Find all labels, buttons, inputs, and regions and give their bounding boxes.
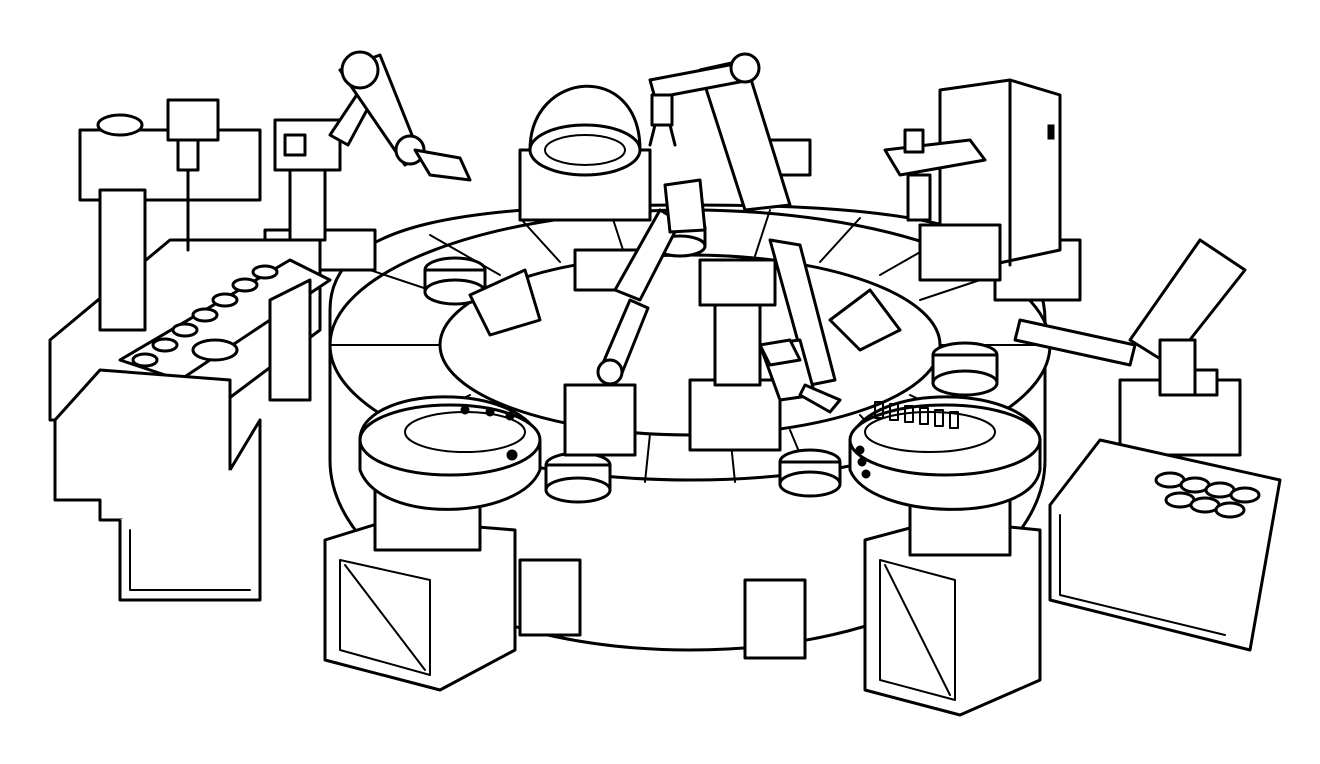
central-robot-arm-center — [663, 178, 782, 452]
bowl-feeder-track-parts — [874, 401, 959, 429]
table-front-door-left — [518, 558, 582, 637]
press-station-right — [883, 78, 1082, 302]
central-robot-arm-left — [563, 208, 682, 457]
vibratory-bowl-feeder-left — [323, 395, 542, 692]
linear-conveyor-left — [118, 258, 332, 402]
domed-inspection-station — [518, 84, 652, 222]
conveyor-parts — [131, 264, 279, 368]
overhead-robot-arm-left — [263, 50, 472, 272]
parts-tray-right — [1048, 438, 1282, 652]
cabinet-front-left — [53, 368, 262, 602]
chute-station-right — [1013, 238, 1247, 457]
overhead-robot-arm-rear — [648, 52, 812, 212]
gripper-trays — [468, 268, 902, 367]
tray-parts — [1154, 471, 1261, 519]
vibratory-bowl-feeder-right — [848, 395, 1042, 717]
table-front-door-center — [743, 578, 807, 660]
